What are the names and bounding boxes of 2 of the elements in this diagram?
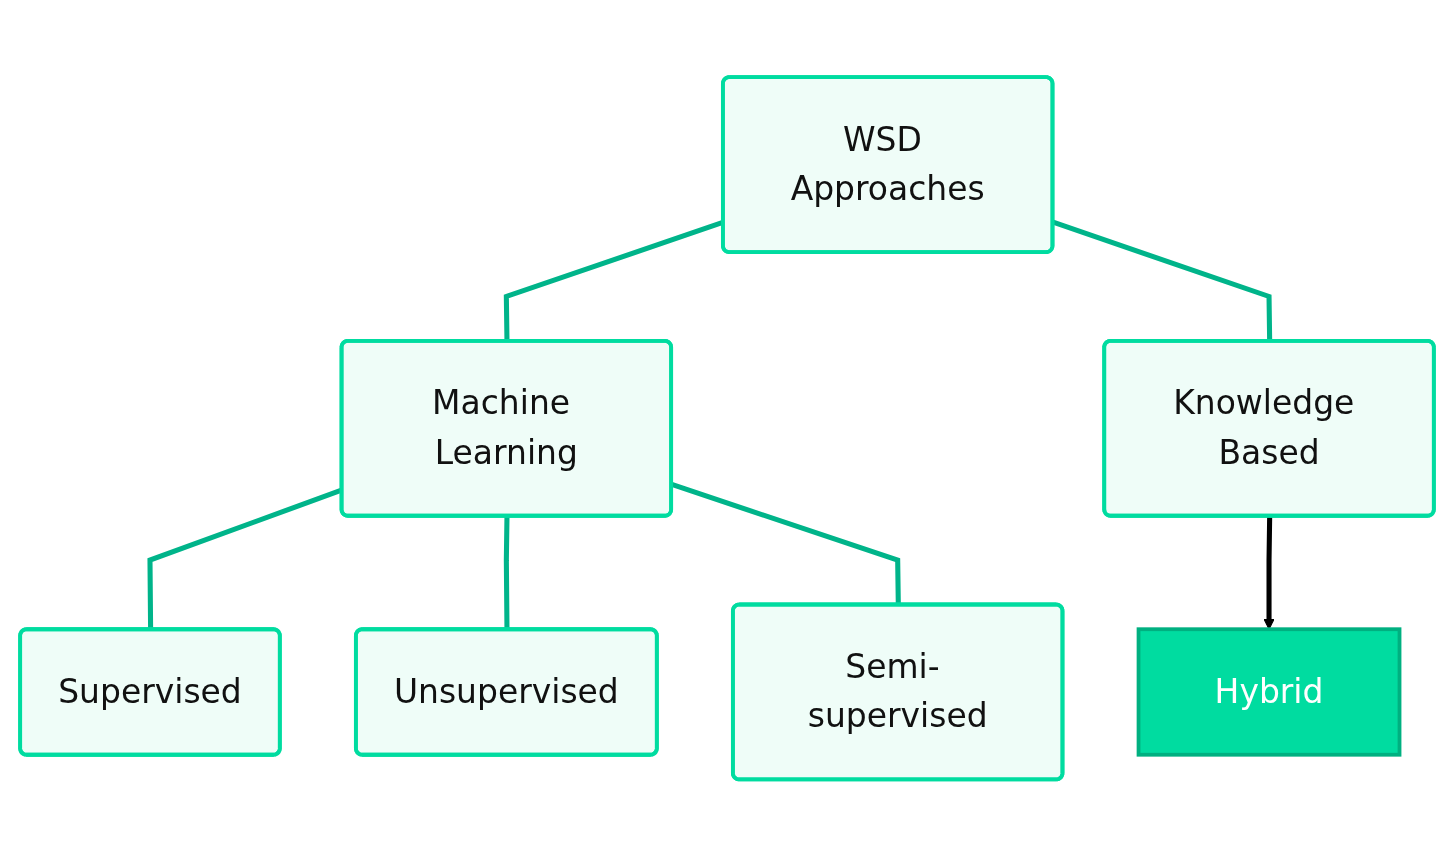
connector	[503, 516, 510, 630]
node-box: Hybrid	[1136, 627, 1402, 757]
